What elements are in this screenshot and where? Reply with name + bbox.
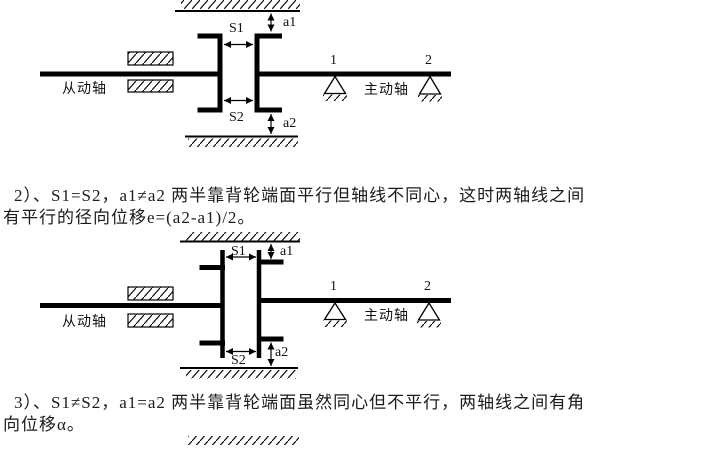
fig2-a2-label: a2 — [275, 345, 289, 360]
support-1-ground-hatch — [323, 94, 347, 101]
fig1-driven-shaft-label: 从动轴 — [62, 82, 107, 97]
fig2-driven-shaft-label: 从动轴 — [62, 315, 107, 330]
fig1-support2-label: 2 — [425, 53, 432, 68]
fig1-a2-label: a2 — [283, 116, 297, 131]
fig1-driving-shaft-label: 主动轴 — [364, 83, 409, 98]
bearing-block-lower — [127, 79, 174, 93]
top-wall-hatch — [188, 436, 299, 445]
fig2-driving-shaft-label: 主动轴 — [364, 309, 409, 324]
fig1-a1-label: a1 — [283, 15, 297, 30]
support-1-ground-hatch — [323, 320, 347, 327]
item2-text-line2: 有平行的径向位移e=(a2-a1)/2。 — [3, 208, 256, 227]
fig2-support2-label: 2 — [424, 279, 431, 294]
figure-3-partial — [188, 436, 299, 445]
top-wall-hatch — [181, 0, 300, 9]
item2-text-line1: 2）、S1=S2，a1≠a2 两半靠背轮端面平行但轴线不同心，这时两轴线之间 — [14, 186, 586, 205]
fig1-s1-label: S1 — [229, 21, 244, 36]
fig1-s2-label: S2 — [229, 110, 244, 125]
support-2-ground-hatch — [418, 95, 442, 102]
support-2-ground-hatch — [417, 321, 441, 328]
fig2-s1-label: S1 — [231, 244, 246, 259]
figure-1-aligned-coupling — [40, 0, 451, 147]
item3-text-line2: 向位移α。 — [3, 415, 85, 434]
fig2-support1-label: 1 — [330, 279, 337, 294]
fig1-support1-label: 1 — [330, 53, 337, 68]
figure-2-offset-coupling — [40, 232, 451, 379]
fig2-s2-label: S2 — [231, 353, 246, 368]
top-wall-hatch — [186, 232, 300, 241]
bearing-block-upper — [127, 286, 174, 301]
bearing-block-upper — [127, 51, 174, 66]
fig2-a1-label: a1 — [280, 244, 294, 259]
item3-text-line1: 3）、S1≠S2，a1=a2 两半靠背轮端面虽然同心但不平行，两轴线之间有角 — [14, 393, 586, 412]
bottom-wall-hatch — [188, 138, 298, 147]
support-2-triangle — [417, 301, 441, 321]
support-1-triangle — [323, 75, 347, 95]
support-1-triangle — [323, 301, 347, 321]
bottom-wall-hatch — [186, 370, 296, 379]
support-2-triangle — [418, 75, 442, 95]
bearing-block-lower — [127, 313, 174, 328]
